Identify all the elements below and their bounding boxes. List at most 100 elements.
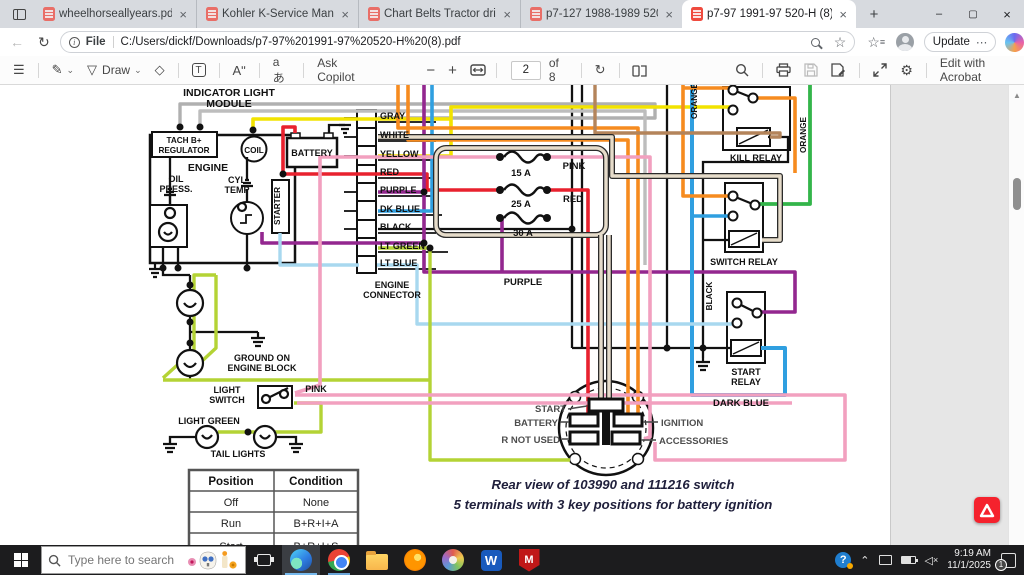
wire-green	[758, 85, 812, 206]
tab-kohler-manual[interactable]: Kohler K-Service Manual.pdf ×	[196, 0, 358, 28]
wiring-diagram: INDICATOR LIGHT MODULE TACH B+ REGULATOR…	[148, 82, 847, 555]
vertical-scrollbar[interactable]: ▲	[1008, 85, 1024, 545]
system-tray: ? ⌃ ◁× 9:19 AM 11/1/2025 1	[835, 545, 1024, 575]
close-window-button[interactable]: ×	[1003, 6, 1011, 22]
tab-title: p7-97 1991-97 520-H (8).pdf	[707, 8, 833, 20]
tab-search-icon[interactable]	[8, 4, 30, 24]
tach-regulator-box	[151, 131, 218, 158]
headlight-bulbs	[157, 201, 290, 450]
search-icon[interactable]	[735, 63, 749, 77]
edit-with-acrobat-button[interactable]: Edit with Acrobat	[939, 56, 986, 84]
page-number-input[interactable]	[510, 60, 541, 80]
taskbar-paint-icon[interactable]	[434, 545, 472, 575]
wire-pink	[547, 155, 652, 441]
copilot-icon[interactable]	[1005, 32, 1024, 52]
zoom-page-icon[interactable]	[810, 37, 820, 47]
text-box-icon[interactable]: T	[191, 63, 206, 77]
new-tab-button[interactable]: +	[869, 5, 879, 23]
notification-center-icon[interactable]: 1	[995, 552, 1016, 571]
collections-icon[interactable]: ☆≡	[867, 33, 885, 50]
eraser-icon[interactable]: ◇	[154, 62, 165, 77]
label-start-relay: START	[731, 367, 761, 377]
tab-close-icon[interactable]: ×	[665, 6, 673, 22]
tab-wheelhorseallyears[interactable]: wheelhorseallyears.pdf ×	[34, 0, 196, 28]
save-as-icon[interactable]	[831, 63, 846, 77]
url-scheme: File	[85, 36, 106, 48]
search-input[interactable]	[68, 553, 186, 567]
page-margin	[890, 85, 1008, 545]
tab-close-icon[interactable]: ×	[179, 6, 187, 22]
taskbar-firefox-icon[interactable]	[396, 545, 434, 575]
wire-orange	[396, 85, 640, 417]
url-field[interactable]: i File C:/Users/dickf/Downloads/p7-97%20…	[59, 31, 856, 53]
tab-p7-127[interactable]: p7-127 1988-1989 520-HC Co ×	[520, 0, 682, 28]
ask-copilot-button[interactable]: Ask Copilot	[317, 56, 355, 84]
taskbar-file-explorer-icon[interactable]	[358, 545, 396, 575]
scroll-up-icon[interactable]: ▲	[1013, 91, 1021, 100]
taskbar-edge-icon[interactable]	[282, 545, 320, 575]
tab-close-icon[interactable]: ×	[341, 6, 349, 22]
scrollbar-thumb[interactable]	[1012, 178, 1021, 210]
tab-close-icon[interactable]: ×	[503, 6, 511, 22]
taskbar-chrome-icon[interactable]	[320, 545, 358, 575]
label-ground-engine-block: GROUND ON	[234, 353, 290, 363]
hidden-icons-chevron[interactable]: ⌃	[860, 554, 870, 567]
battery-terminal	[290, 132, 301, 139]
minimize-button[interactable]: –	[935, 8, 943, 20]
back-icon[interactable]: ←	[10, 34, 24, 50]
coil-circle	[240, 135, 268, 163]
label-tail-lights: TAIL LIGHTS	[211, 449, 266, 459]
key-label-ignition: IGNITION	[661, 418, 703, 429]
wire-lt-blue	[377, 263, 735, 326]
taskbar-clock[interactable]: 9:19 AM 11/1/2025	[947, 548, 991, 571]
taskbar-search-box[interactable]	[41, 546, 246, 574]
task-view-button[interactable]	[246, 545, 282, 575]
info-icon[interactable]: i	[68, 36, 80, 48]
tab-close-icon[interactable]: ×	[839, 6, 847, 22]
draw-icon[interactable]: ▽Draw⌄	[87, 62, 142, 77]
wire-white-tan	[378, 134, 783, 410]
zoom-in-icon[interactable]: +	[448, 61, 457, 79]
row-label-dk-blue: DK BLUE	[380, 204, 420, 214]
svg-text:MODULE: MODULE	[206, 98, 252, 110]
wire-orange	[681, 85, 797, 198]
pdf-toolbar: ☰ ✎⌄ ▽Draw⌄ ◇ T Aʺ aあ Ask Copilot − + of…	[0, 54, 1024, 85]
tab-chart-belts[interactable]: Chart Belts Tractor drive.pdf ×	[358, 0, 520, 28]
toc-icon[interactable]: ☰	[13, 62, 25, 77]
acrobat-floating-button[interactable]	[974, 497, 1000, 523]
pdf-favicon	[368, 7, 380, 21]
pdf-favicon	[43, 7, 55, 21]
taskbar-mcafee-icon[interactable]: M	[510, 545, 548, 575]
taskbar: W M ? ⌃ ◁× 9:19 AM 11/1/2025 1	[0, 545, 1024, 575]
battery-tray-icon[interactable]	[900, 556, 918, 564]
fit-width-icon[interactable]	[470, 64, 486, 76]
refresh-icon[interactable]: ↻	[38, 33, 50, 50]
label-kill-relay: KILL RELAY	[730, 153, 782, 163]
print-icon[interactable]	[776, 63, 792, 77]
rotate-icon[interactable]: ↻	[594, 62, 606, 77]
help-tray-icon[interactable]: ?	[835, 552, 854, 569]
gear-icon[interactable]: ⚙	[900, 61, 913, 78]
label-light-switch: LIGHT	[214, 385, 241, 395]
display-tray-icon[interactable]	[878, 555, 892, 565]
volume-muted-icon[interactable]: ◁×	[924, 554, 939, 567]
label-pink-2: PINK	[305, 384, 327, 394]
maximize-button[interactable]: ▢	[968, 8, 978, 20]
expand-icon[interactable]	[873, 63, 888, 77]
search-icon	[48, 554, 61, 567]
tab-p7-97-active[interactable]: p7-97 1991-97 520-H (8).pdf ×	[682, 0, 856, 28]
row-label-white: WHITE	[380, 130, 409, 140]
translate-icon[interactable]: aあ	[272, 54, 285, 85]
taskbar-word-icon[interactable]: W	[472, 545, 510, 575]
page-view-icon[interactable]	[632, 64, 648, 77]
read-aloud-icon[interactable]: Aʺ	[232, 62, 246, 78]
favorite-star-icon[interactable]: ☆	[833, 33, 847, 50]
label-battery: BATTERY	[291, 148, 333, 158]
update-button[interactable]: Update⋯	[923, 32, 997, 52]
profile-avatar[interactable]	[896, 33, 914, 51]
highlighter-icon[interactable]: ✎⌄	[51, 62, 75, 77]
start-button[interactable]	[14, 553, 28, 567]
zoom-out-icon[interactable]: −	[426, 61, 436, 79]
wire-yellow	[251, 117, 451, 130]
table-cell: Off	[224, 497, 239, 509]
